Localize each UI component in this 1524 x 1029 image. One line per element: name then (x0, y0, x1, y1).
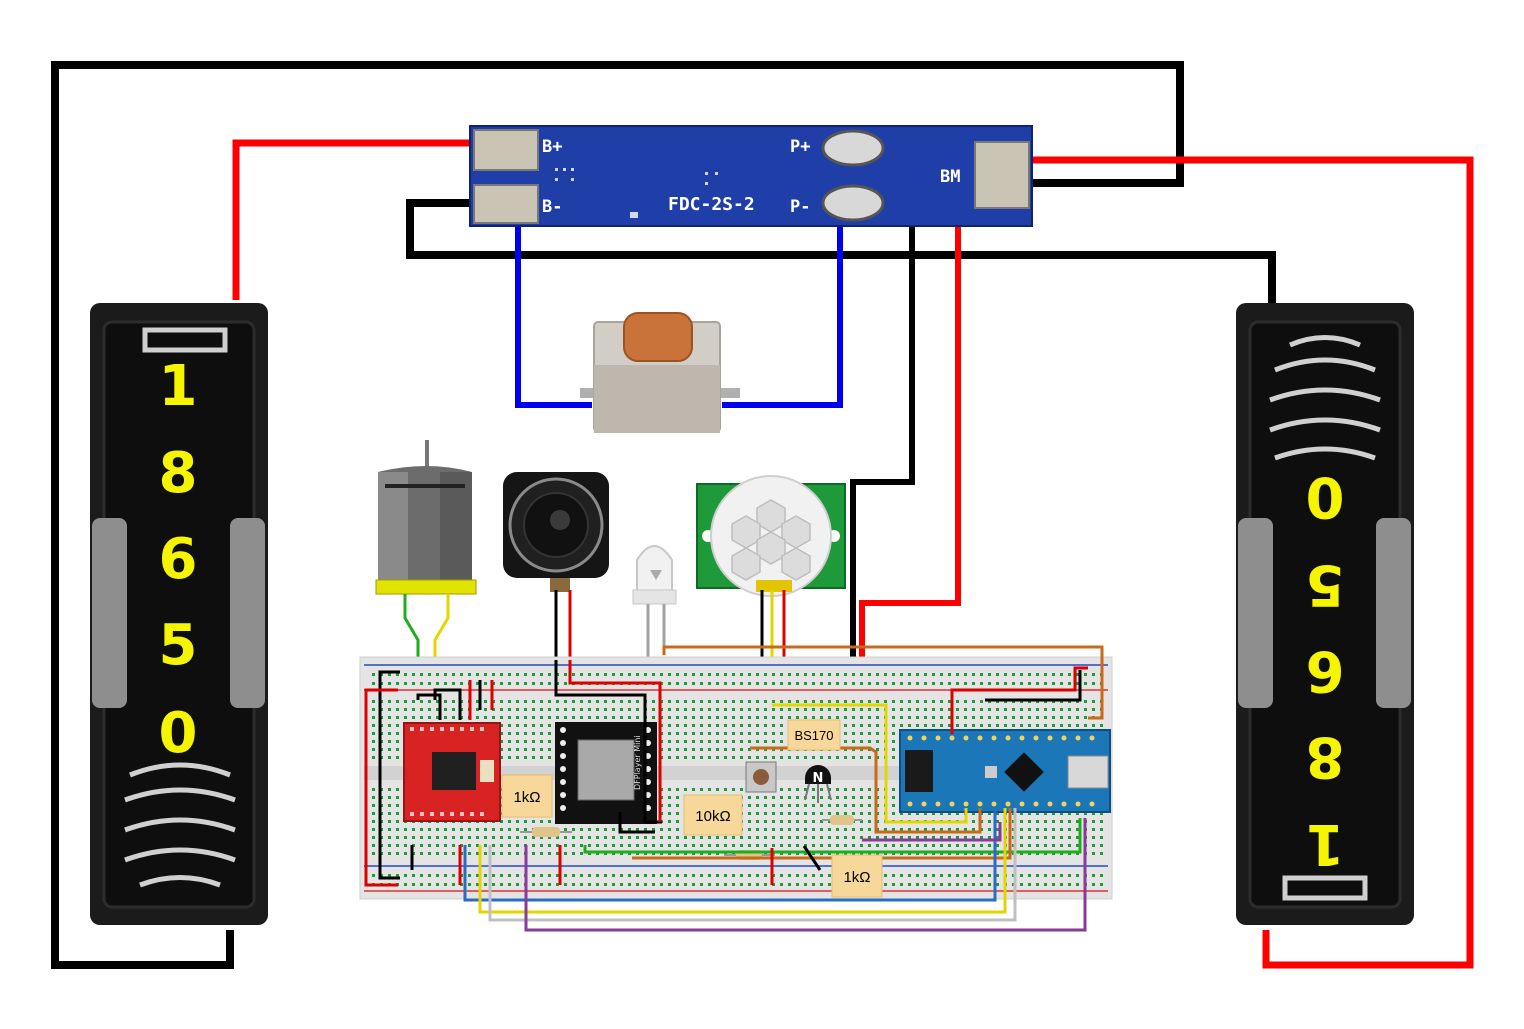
tag-r2: 10kΩ (683, 794, 743, 836)
transistor: N (804, 765, 832, 803)
tactile-switch (580, 312, 740, 433)
label-p-minus: P- (790, 197, 810, 217)
battery-left-digit-3: 6 (159, 527, 198, 592)
pad-bm (974, 141, 1030, 209)
arduino-nano (899, 729, 1111, 813)
battery-right-digit-1: 1 (1306, 811, 1345, 876)
tag-r1: 1kΩ (501, 774, 553, 818)
tag-r3: 1kΩ (831, 854, 883, 898)
spring-icon (1269, 335, 1381, 461)
battery-holder-left: 1 8 6 5 0 (90, 303, 268, 925)
resistor-1 (520, 827, 572, 837)
spring-icon (124, 762, 236, 888)
tag-r3-label: 1kΩ (843, 869, 870, 886)
transistor-letter: N (813, 771, 824, 786)
pad-p-minus (821, 184, 885, 222)
dc-motor (375, 440, 477, 700)
pad-b-minus (473, 184, 539, 224)
battery-holder-right: 1 8 6 5 0 (1236, 303, 1414, 925)
wire-blue-left (515, 203, 592, 408)
battery-right-digit-2: 8 (1306, 724, 1345, 789)
wire-red-b-plus (232, 139, 495, 300)
wire-blue-right (722, 203, 843, 408)
wire-black-p-minus (850, 200, 948, 736)
battery-right-digit-4: 5 (1306, 552, 1345, 617)
battery-right-digit-5: 0 (1306, 464, 1345, 529)
battery-left-digit-4: 5 (159, 613, 198, 678)
label-p-plus: P+ (790, 137, 810, 157)
label-b-plus: B+ (542, 137, 562, 157)
resistor-3 (822, 815, 862, 825)
dfplayer-label: DFPlayer Mini (633, 735, 642, 790)
battery-left-digit-2: 8 (159, 441, 198, 506)
label-bm: BM (940, 167, 960, 187)
label-b-minus: B- (542, 197, 562, 217)
wire-red-bm (1005, 156, 1474, 969)
breadboard-wires (364, 645, 1104, 932)
tag-transistor-label: BS170 (794, 728, 833, 743)
motor-driver (403, 722, 501, 822)
dfplayer-mini: DFPlayer Mini (555, 722, 657, 824)
push-button (745, 761, 777, 793)
battery-right-digit-3: 6 (1306, 638, 1345, 703)
battery-left-digit-5: 0 (159, 701, 198, 766)
pir-sensor (696, 475, 846, 705)
pad-b-plus (473, 129, 539, 171)
bms-model-label: FDC-2S-2 (668, 194, 755, 215)
wire-black-b-minus (406, 199, 1276, 305)
battery-left-digit-1: 1 (159, 354, 198, 419)
tag-r2-label: 10kΩ (695, 808, 730, 825)
tag-r1-label: 1kΩ (513, 789, 540, 806)
wire-black-outer (51, 61, 1184, 969)
speaker-icon (503, 472, 609, 660)
pad-p-plus (821, 129, 885, 167)
bms-board: B+ B- P+ P- BM FDC-2S-2 (469, 125, 1033, 227)
tag-transistor: BS170 (787, 719, 841, 751)
